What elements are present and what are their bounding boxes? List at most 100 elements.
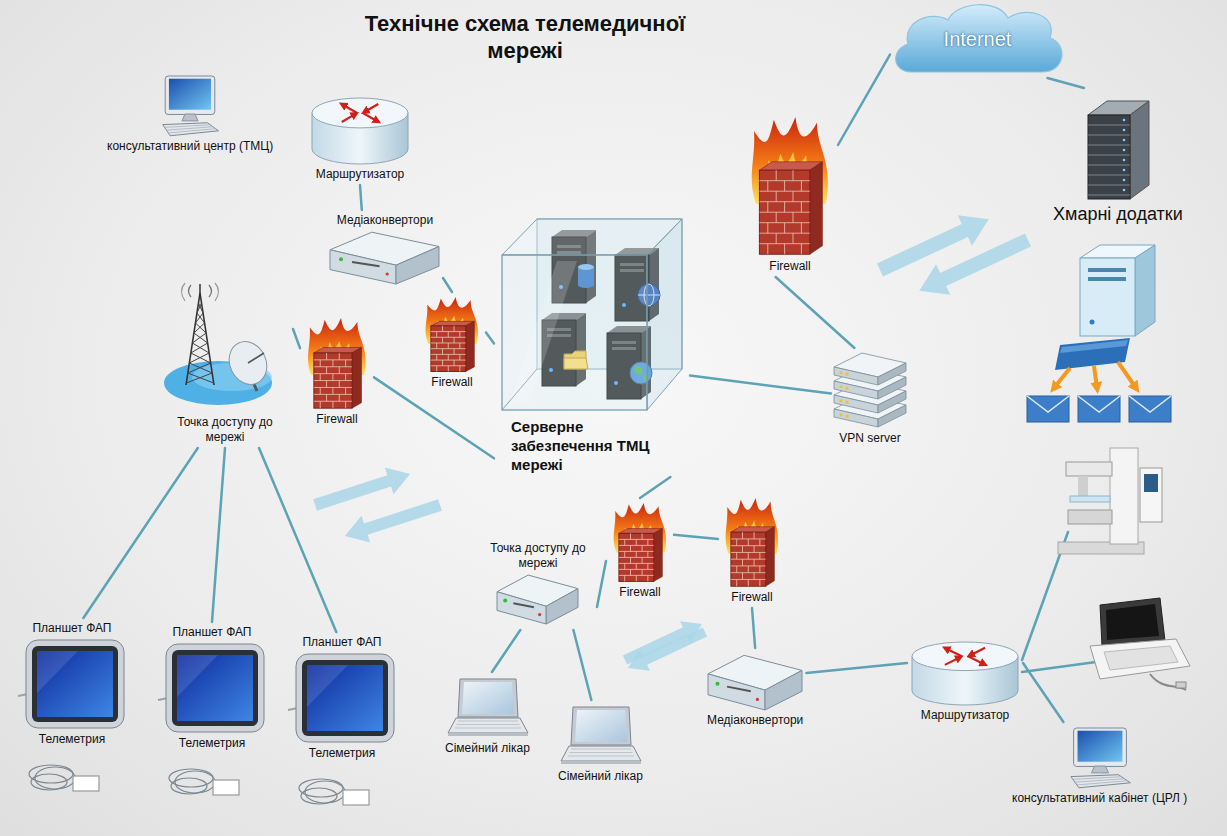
fw-icon-part xyxy=(766,527,775,586)
fw-icon xyxy=(745,117,835,257)
fw-icon-part xyxy=(332,360,333,367)
node-label: Телеметрия xyxy=(309,746,376,761)
servers-icon-part xyxy=(647,219,682,410)
laptop-icon-part xyxy=(458,721,518,722)
fw-icon-part xyxy=(630,533,631,539)
fw-icon-part xyxy=(436,366,437,372)
laptop-icon-part xyxy=(448,733,528,736)
media-converter-node: Медіаконвертори xyxy=(327,210,443,290)
mail-distribution-part xyxy=(1118,362,1136,388)
router-icon-part xyxy=(912,642,1018,705)
fw-icon-part xyxy=(624,539,625,545)
fw-icon-part xyxy=(459,366,460,372)
mc-icon-part xyxy=(538,613,541,616)
telemetry-cable-part xyxy=(29,765,99,791)
mail-distribution-part xyxy=(1054,368,1070,388)
pc-icon-part xyxy=(1091,766,1108,773)
rack-icon-part xyxy=(1088,101,1149,199)
fw-icon-part xyxy=(431,348,466,349)
mc-icon-part xyxy=(708,674,765,710)
fw-icon-part xyxy=(647,551,648,557)
vpn-icon-part xyxy=(878,363,906,385)
fw-icon-part xyxy=(759,212,809,213)
network-link xyxy=(573,630,591,700)
fw-icon-part xyxy=(442,326,443,332)
mc-icon-part xyxy=(755,698,758,701)
telemetry-cable xyxy=(29,765,369,805)
vpn-icon-part xyxy=(834,367,878,385)
fw-icon-part xyxy=(793,212,794,223)
fw-icon-part xyxy=(630,569,631,575)
fw-icon-part xyxy=(742,573,743,580)
fw-icon-part xyxy=(448,332,449,338)
node-label: Firewall xyxy=(731,590,772,605)
fw-icon-part xyxy=(642,545,643,551)
tower-icon xyxy=(160,283,290,413)
fw-icon-part xyxy=(436,332,437,338)
tablet-icon-part xyxy=(26,640,124,728)
cloud-server-part xyxy=(1088,277,1126,281)
router-icon-part xyxy=(912,642,1018,671)
mail-distribution-part xyxy=(1027,396,1069,422)
tablet-icon-part xyxy=(32,646,118,722)
tower-icon-part xyxy=(195,323,206,333)
telemetry-cable-part xyxy=(73,776,99,791)
tablet-icon-part xyxy=(177,655,253,721)
mc-icon xyxy=(497,573,579,625)
node-label: Internet xyxy=(944,27,1012,51)
node-label: Планшет ФАП xyxy=(302,635,381,650)
firewall-node: Firewall xyxy=(606,498,674,603)
fw-icon-part xyxy=(793,191,794,202)
fw-icon-part xyxy=(454,349,455,355)
node-label: Планшет ФАП xyxy=(172,625,251,640)
tower-icon-part xyxy=(209,285,212,297)
fw-icon-part xyxy=(736,579,737,586)
servers-icon-part xyxy=(509,261,577,405)
mc-icon xyxy=(330,230,440,285)
rack-icon-part xyxy=(1088,165,1130,166)
fw-icon-part xyxy=(742,532,743,539)
router-node: Маршрутизатор xyxy=(907,636,1023,726)
fw-icon-part xyxy=(784,223,785,234)
node-label: Firewall xyxy=(619,585,660,600)
tablet-icon-part xyxy=(18,640,124,728)
pc-icon-part xyxy=(163,76,219,136)
ultrasound-device-part xyxy=(1106,604,1159,640)
media-converter-node: Медіаконвертори xyxy=(704,648,806,731)
fw-icon-part xyxy=(314,366,352,367)
fw-icon-part xyxy=(339,367,340,374)
laptop-icon-part xyxy=(571,707,631,745)
router-icon-part xyxy=(342,114,355,122)
mammograph-part xyxy=(1068,510,1112,524)
rack-icon-part xyxy=(1123,189,1126,192)
rack-icon-part xyxy=(1123,129,1126,132)
router-icon xyxy=(910,641,1020,706)
fw-icon xyxy=(721,498,783,588)
network-link xyxy=(640,477,670,498)
tower-icon-part xyxy=(194,333,208,343)
fw-icon-part xyxy=(619,569,654,570)
fw-icon-part xyxy=(767,202,768,213)
fw-icon-part xyxy=(647,575,648,581)
fw-icon-part xyxy=(801,202,802,213)
node-label: Сімейний лікар xyxy=(558,769,643,784)
fw-icon-part xyxy=(784,202,785,213)
tablet-icon-part xyxy=(166,644,264,732)
fw-icon-part xyxy=(654,529,663,582)
fw-icon-part xyxy=(801,223,802,234)
fw-icon-part xyxy=(345,401,346,408)
tower-icon-part xyxy=(248,353,264,363)
fw-icon-part xyxy=(742,559,743,566)
fw-icon-part xyxy=(630,545,631,551)
cloud-server-part xyxy=(1080,258,1135,336)
fw-icon-part xyxy=(619,545,654,546)
tower-icon-part xyxy=(222,335,273,390)
mc-icon-part xyxy=(497,575,578,624)
router-icon-part xyxy=(945,657,960,664)
fw-icon-part xyxy=(624,575,625,581)
router-icon-part xyxy=(946,648,962,656)
firewall-node: Firewall xyxy=(742,112,838,277)
fw-icon-part xyxy=(314,380,352,381)
tower-icon-part xyxy=(182,283,186,301)
node-label: Медіаконвертори xyxy=(707,713,803,728)
